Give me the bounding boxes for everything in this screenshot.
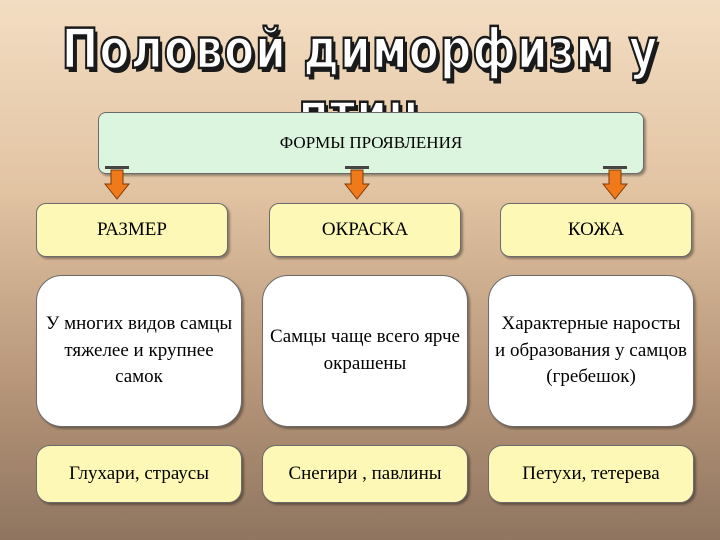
category-coloring: ОКРАСКА: [269, 203, 461, 257]
description-coloring: Самцы чаще всего ярче окрашены: [262, 275, 468, 427]
examples-coloring: Снегири , павлины: [262, 445, 468, 503]
category-skin: КОЖА: [500, 203, 692, 257]
forms-header-box: ФОРМЫ ПРОЯВЛЕНИЯ: [98, 112, 644, 174]
description-size: У многих видов самцы тяжелее и крупнее с…: [36, 275, 242, 427]
examples-size: Глухари, страусы: [36, 445, 242, 503]
description-skin: Характерные наросты и образования у самц…: [488, 275, 694, 427]
category-size: РАЗМЕР: [36, 203, 228, 257]
examples-skin: Петухи, тетерева: [488, 445, 694, 503]
arrow-down-icon: [602, 166, 628, 200]
arrow-down-icon: [104, 166, 130, 200]
arrow-down-icon: [344, 166, 370, 200]
